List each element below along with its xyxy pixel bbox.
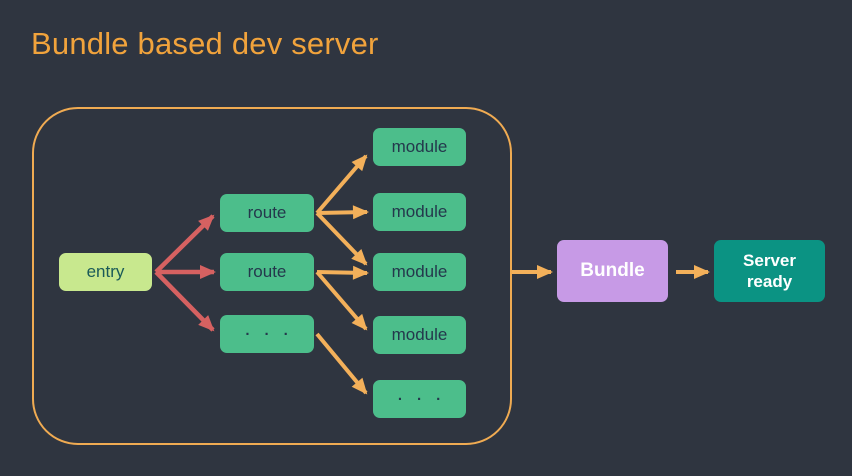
bundler-container-frame [32,107,512,445]
bundle-node-label: Bundle [580,260,645,281]
module-node-2-label: module [391,202,448,221]
orange-arrow-group [315,154,710,395]
red-arrow-group [154,214,216,332]
route-node-1-label: route [247,203,287,222]
arrow-entry-to-route-more [154,270,215,332]
arrow-route-2-to-module-4 [315,270,368,331]
route-node-1: route [220,194,314,232]
module-node-ellipsis: · · · [373,380,466,418]
entry-node: entry [59,253,152,291]
arrow-entry-to-route-1 [154,214,215,274]
route-node-2-label: route [247,262,287,281]
module-node-3: module [373,253,466,291]
module-node-1: module [373,128,466,166]
entry-node-label: entry [86,262,125,281]
module-node-ellipsis-label: · · · [397,390,447,408]
module-node-2: module [373,193,466,231]
route-node-ellipsis: · · · [220,315,314,353]
arrow-route-1-to-module-3 [315,211,368,266]
page-title: Bundle based dev server [31,26,379,61]
module-node-4-label: module [391,325,448,344]
route-node-2: route [220,253,314,291]
arrow-route-2-to-module-3 [316,265,369,280]
server-ready-node-label: Server ready [743,250,796,291]
arrow-route-1-to-module-2 [316,205,369,220]
module-node-1-label: module [391,137,448,156]
arrow-route-1-to-module-1 [315,154,368,215]
route-node-ellipsis-label: · · · [245,325,294,343]
bundle-node: Bundle [557,240,668,302]
arrow-route-more-to-module-more [315,332,368,395]
module-node-4: module [373,316,466,354]
module-node-3-label: module [391,262,448,281]
server-ready-node: Server ready [714,240,825,302]
